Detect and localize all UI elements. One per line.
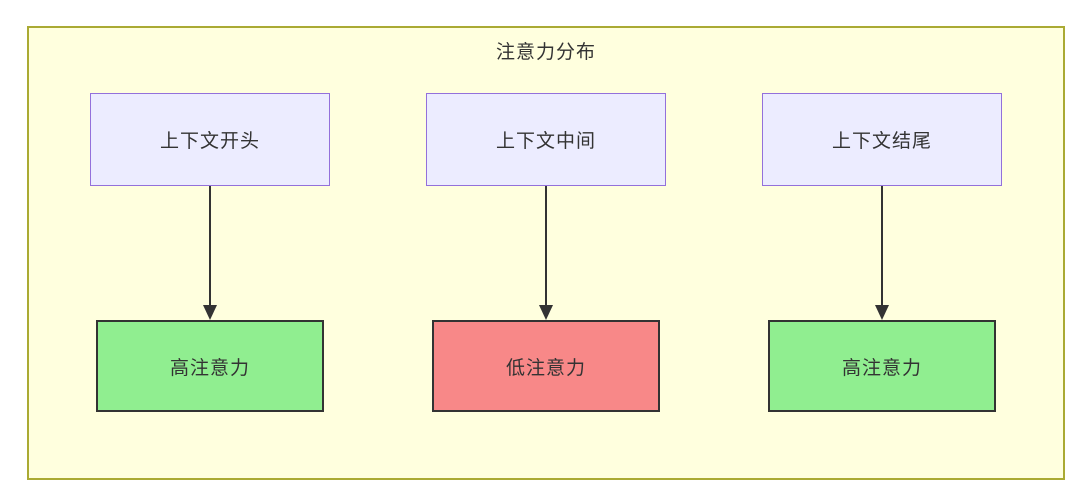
node-high-attention-2-label: 高注意力: [841, 356, 922, 379]
node-high-attention-2: 高注意力: [768, 320, 996, 412]
node-context-start: 上下文开头: [90, 93, 330, 186]
flow-column-middle: 上下文中间 低注意力: [426, 93, 666, 412]
diagram-title: 注意力分布: [495, 41, 596, 63]
node-context-end: 上下文结尾: [762, 93, 1002, 186]
node-context-middle-label: 上下文中间: [495, 130, 596, 152]
arrow-down-icon: [539, 186, 553, 320]
node-context-middle: 上下文中间: [426, 93, 666, 186]
node-high-attention-1-label: 高注意力: [169, 356, 250, 379]
arrow-down-icon: [203, 186, 217, 320]
node-high-attention-1: 高注意力: [96, 320, 324, 412]
node-context-end-label: 上下文结尾: [831, 130, 932, 152]
arrow-down-icon: [875, 186, 889, 320]
node-low-attention: 低注意力: [432, 320, 660, 412]
flow-column-start: 上下文开头 高注意力: [90, 93, 330, 412]
node-context-start-label: 上下文开头: [159, 130, 260, 152]
node-low-attention-label: 低注意力: [505, 356, 586, 379]
flow-row: 上下文开头 高注意力 上下文中间 低注意力: [29, 93, 1063, 412]
diagram-container: 注意力分布 上下文开头 高注意力 上下文中间 低: [27, 26, 1065, 480]
flow-column-end: 上下文结尾 高注意力: [762, 93, 1002, 412]
